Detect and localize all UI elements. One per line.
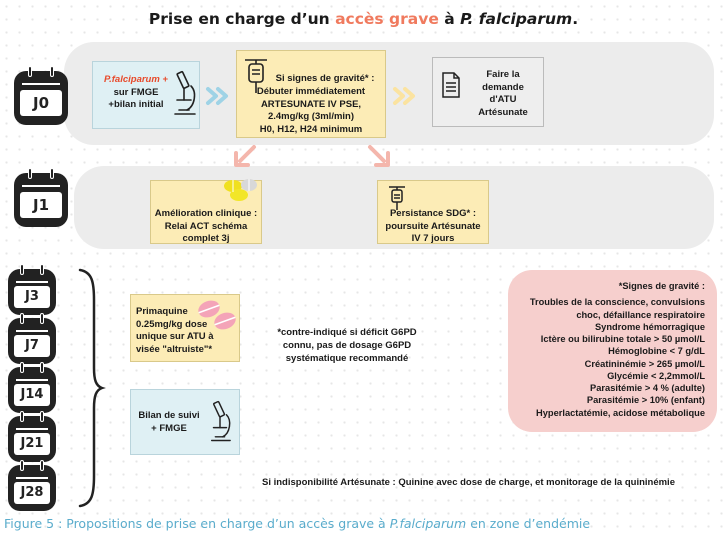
severity-signs-panel: *Signes de gravité : Troubles de la cons… (508, 270, 717, 432)
microscope-icon (210, 400, 231, 442)
g6pd-note: *contre-indiqué si déficit G6PD connu, p… (277, 327, 417, 364)
severity-sign-item: Glycémie < 2,2mmol/L (607, 370, 705, 381)
day-label-j21: J21 (14, 433, 50, 455)
treatment-line: Débuter immédiatement (256, 86, 366, 97)
atu-line: d'ATU (489, 94, 517, 106)
day-label-j3: J3 (14, 286, 50, 308)
improvement-line: Relai ACT schéma (164, 220, 248, 232)
calendar-icon: J1 (14, 168, 68, 227)
calendar-icon: J7 (8, 313, 56, 364)
atu-request-box: Faire la demande d'ATU Artésunate (432, 57, 544, 127)
calendar-icon: J21 (8, 411, 56, 462)
treatment-line: H0, H12, H24 minimum (259, 123, 363, 135)
severity-sign-item: Hémoglobine < 7 g/dL (608, 346, 705, 357)
primaquine-line: visée "altruiste"* (136, 343, 213, 355)
page-title: Prise en charge d’un accès grave à P. fa… (148, 10, 579, 28)
calendar-icon: J28 (8, 460, 56, 511)
severity-sign-item: Syndrome hémorragique (594, 321, 705, 332)
severity-sign-item: Parasitémie > 4 % (adulte) (590, 383, 705, 394)
severity-sign-item: Ictère ou bilirubine totale > 50 µmol/L (540, 334, 705, 345)
microscope-icon (174, 71, 196, 115)
atu-line: Faire la (486, 69, 520, 80)
persistence-box: Persistance SDG* : poursuite Artésunate … (377, 180, 489, 244)
persistence-line: poursuite Artésunate (385, 220, 481, 232)
diagnosis-line: +bilan initial (108, 99, 164, 111)
followup-line: + FMGE (151, 422, 187, 434)
primaquine-line: Primaquine (136, 306, 188, 317)
arrow-icon (234, 145, 256, 167)
severity-sign-item: choc, défaillance respiratoire (576, 309, 705, 320)
diagnosis-box: P.falciparum + sur FMGE +bilan initial (92, 61, 200, 129)
improvement-line: Amélioration clinique : (154, 208, 258, 219)
quinine-note: Si indisponibilité Artésunate : Quinine … (262, 477, 675, 488)
organism-label: P.falciparum + (104, 74, 168, 85)
day-label-j1: J1 (20, 192, 62, 218)
primaquine-box: Primaquine 0.25mg/kg dose unique sur ATU… (130, 294, 240, 362)
followup-box: Bilan de suivi + FMGE (130, 389, 240, 455)
followup-line: Bilan de suivi (138, 410, 200, 421)
diagnosis-line: sur FMGE (113, 86, 159, 98)
improvement-box: Amélioration clinique : Relai ACT schéma… (150, 179, 262, 245)
treatment-line: ARTESUNATE IV PSE, (260, 98, 362, 110)
improvement-line: complet 3j (182, 233, 230, 245)
severity-sign-item: Hyperlactatémie, acidose métabolique (536, 407, 705, 418)
persistence-line: IV 7 jours (411, 233, 455, 245)
document-icon (442, 72, 460, 98)
day-label-j7: J7 (14, 335, 50, 357)
day-label-j0: J0 (20, 90, 62, 116)
severity-sign-item: Troubles de la conscience, convulsions (529, 297, 705, 308)
calendar-icon: J14 (8, 362, 56, 413)
iv-bag-icon (389, 186, 405, 210)
severity-signs-title: *Signes de gravité : (618, 281, 705, 291)
severity-treatment-box: Si signes de gravité* : Débuter immédiat… (236, 50, 386, 138)
treatment-line: 2.4mg/kg (3ml/min) (267, 111, 355, 123)
pills-icon (224, 179, 257, 201)
tablets-icon (198, 300, 236, 330)
arrow-icon (368, 145, 390, 167)
iv-bag-icon (245, 59, 267, 93)
brace-connector (78, 268, 106, 508)
arrow-icon (393, 87, 415, 105)
day-label-j28: J28 (14, 482, 50, 504)
atu-line: Artésunate (478, 106, 528, 118)
treatment-line: Si signes de gravité* : (275, 73, 375, 84)
primaquine-line: 0.25mg/kg dose (136, 318, 208, 330)
severity-sign-item: Parasitémie > 10% (enfant) (586, 395, 705, 406)
calendar-icon: J0 (14, 66, 68, 125)
day-label-j14: J14 (14, 384, 50, 406)
arrow-icon (206, 87, 228, 105)
severity-sign-item: Créatininémie > 265 µmol/L (584, 358, 705, 369)
figure-caption: Figure 5 : Propositions de prise en char… (4, 516, 591, 531)
persistence-line: Persistance SDG* : (389, 208, 477, 219)
calendar-icon: J3 (8, 264, 56, 315)
primaquine-line: unique sur ATU à (136, 331, 214, 343)
atu-line: demande (482, 81, 524, 93)
